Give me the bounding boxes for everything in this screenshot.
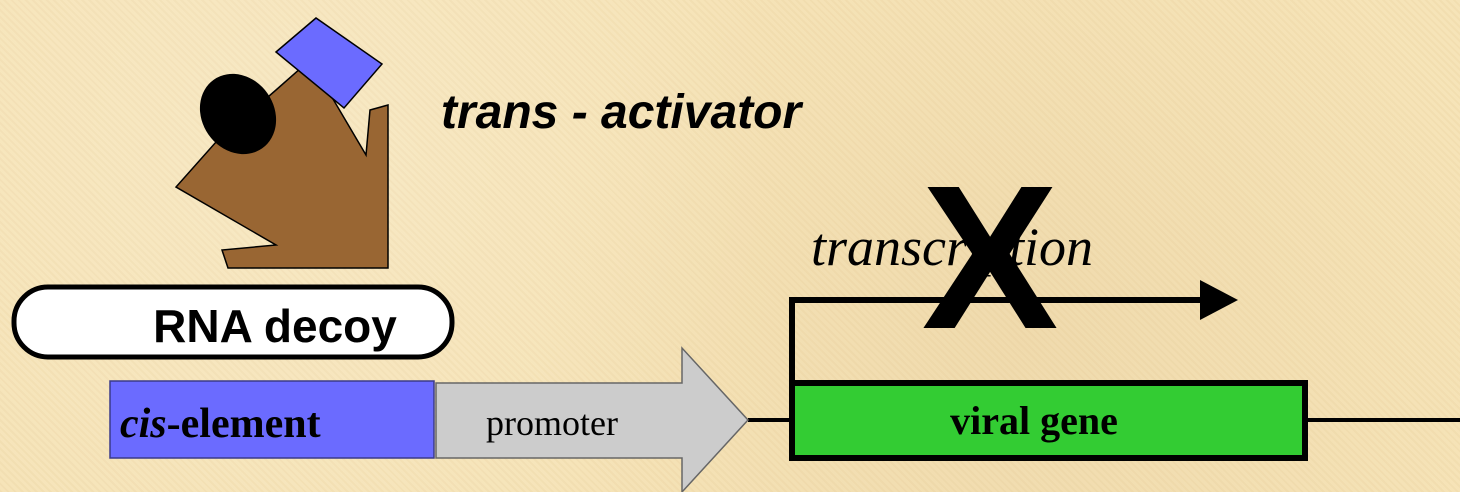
viral-gene-label: viral gene bbox=[950, 398, 1118, 443]
transcription-arrowhead bbox=[1200, 280, 1238, 320]
trans-activator-label: trans - activator bbox=[441, 86, 803, 139]
trans-activator-blue-square bbox=[274, 17, 384, 110]
cis-element-box bbox=[109, 380, 435, 459]
transcription-arrow-line bbox=[789, 297, 1210, 380]
block-x-mark: X bbox=[922, 143, 1059, 372]
trans-activator-arrow bbox=[174, 17, 389, 269]
rna-decoy-label: RNA decoy bbox=[153, 300, 397, 352]
viral-gene-box bbox=[789, 380, 1308, 461]
rna-decoy-pill bbox=[11, 284, 455, 360]
transcription-label: transcription bbox=[811, 217, 1093, 277]
cis-element-label: cis-element bbox=[120, 401, 321, 447]
promoter-arrow bbox=[435, 346, 750, 492]
promoter-label: promoter bbox=[486, 403, 618, 443]
trans-activator-black-dot bbox=[199, 73, 277, 155]
cis-rest-label: -element bbox=[167, 401, 321, 447]
cis-italic-label: cis bbox=[120, 401, 167, 447]
